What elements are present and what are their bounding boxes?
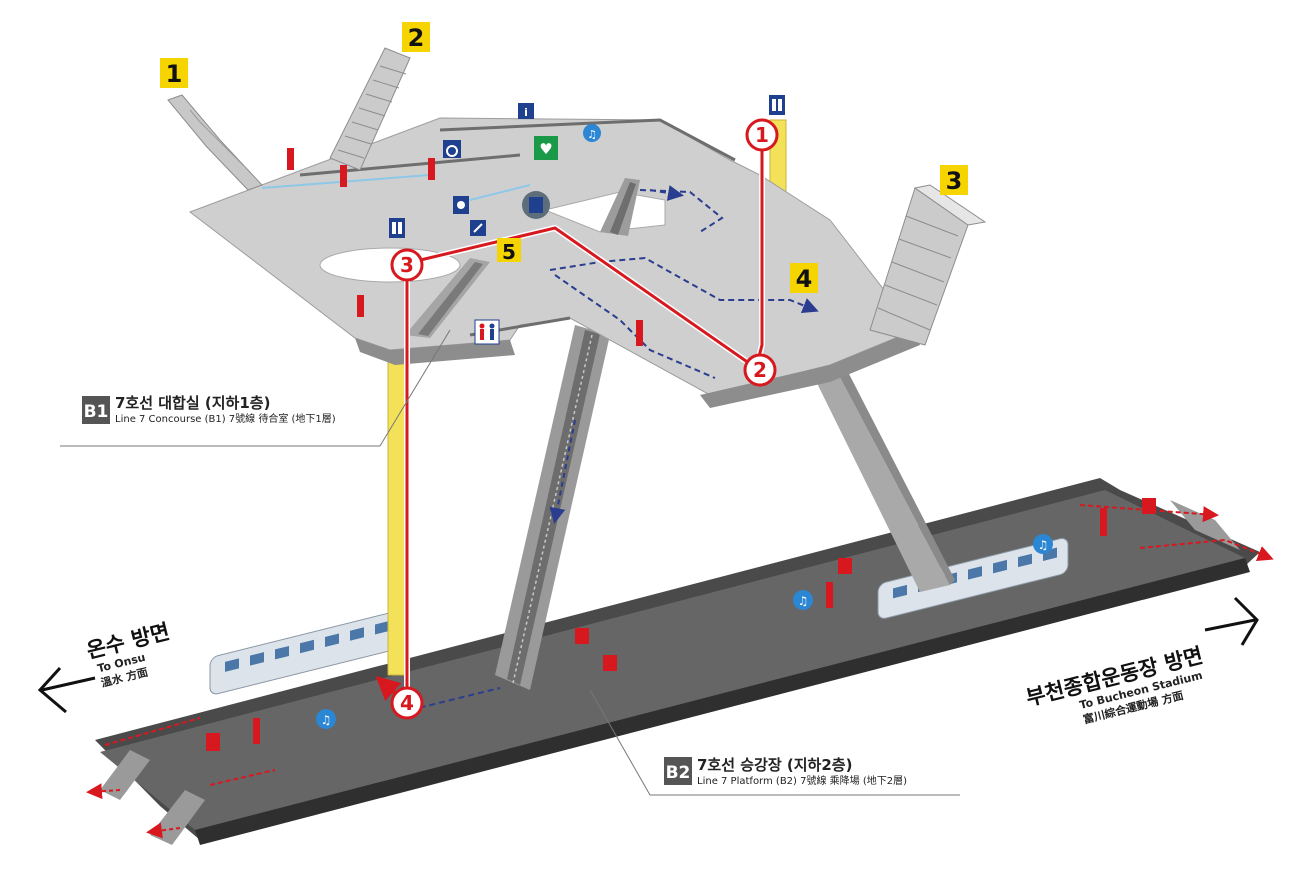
exit-badge-2[interactable]: 2 bbox=[402, 22, 430, 52]
svg-text:Line 7 Platform (B2) 7號線 乘降場 (: Line 7 Platform (B2) 7號線 乘降場 (地下2層) bbox=[697, 774, 907, 787]
concourse-b1 bbox=[188, 117, 920, 408]
exit-stair-2 bbox=[329, 47, 411, 171]
arrow-right-icon bbox=[1204, 596, 1259, 646]
svg-text:2: 2 bbox=[408, 24, 425, 52]
exit-stair-1 bbox=[167, 94, 263, 191]
exit-badge-4[interactable]: 4 bbox=[790, 263, 818, 293]
information-icon: i bbox=[518, 103, 534, 119]
svg-text:B1: B1 bbox=[84, 402, 109, 422]
exit-badge-5[interactable]: 5 bbox=[497, 238, 521, 264]
route-line bbox=[375, 140, 765, 701]
svg-text:B2: B2 bbox=[666, 763, 691, 783]
defibrillator-icon: ♥ bbox=[534, 136, 558, 160]
emergency-phone-icon bbox=[575, 628, 589, 644]
emergency-phone-icon bbox=[603, 655, 617, 671]
svg-text:Line 7 Concourse (B1) 7號線 待合室: Line 7 Concourse (B1) 7號線 待合室 (地下1層) bbox=[115, 412, 336, 425]
fire-extinguisher-icon bbox=[1100, 508, 1107, 536]
svg-text:♥: ♥ bbox=[539, 140, 552, 158]
music-icon: ♫ bbox=[1033, 534, 1053, 554]
svg-text:♫: ♫ bbox=[1038, 538, 1049, 552]
svg-text:4: 4 bbox=[796, 265, 813, 293]
svg-text:5: 5 bbox=[502, 240, 516, 264]
emergency-phone-icon bbox=[838, 558, 852, 574]
fire-extinguisher-icon bbox=[253, 718, 260, 744]
route-step-1[interactable]: 1 bbox=[745, 118, 779, 152]
fire-extinguisher-icon bbox=[340, 165, 347, 187]
svg-text:2: 2 bbox=[753, 358, 767, 382]
svg-text:♫: ♫ bbox=[321, 713, 332, 727]
fire-extinguisher-icon bbox=[826, 582, 833, 608]
level-label-b2: B2 7호선 승강장 (지하2층) Line 7 Platform (B2) 7… bbox=[589, 689, 960, 796]
svg-text:7호선 대합실 (지하1층): 7호선 대합실 (지하1층) bbox=[115, 394, 270, 412]
escalator-main bbox=[495, 325, 610, 690]
elevator-icon bbox=[769, 95, 785, 115]
fire-extinguisher-icon bbox=[636, 320, 643, 346]
fire-extinguisher-icon bbox=[357, 295, 364, 317]
elevator-icon bbox=[389, 218, 405, 238]
music-icon: ♫ bbox=[583, 124, 601, 142]
svg-text:1: 1 bbox=[166, 60, 183, 88]
route-step-3[interactable]: 3 bbox=[390, 248, 424, 282]
exit-route-icon bbox=[470, 220, 486, 236]
exit-badge-1[interactable]: 1 bbox=[160, 58, 188, 88]
svg-text:4: 4 bbox=[400, 691, 414, 715]
direction-left: 온수 방면 To Onsu 溫水 方面 bbox=[37, 619, 172, 714]
svg-text:3: 3 bbox=[946, 167, 963, 195]
emergency-phone-icon bbox=[1142, 498, 1156, 514]
wheelchair-icon bbox=[443, 140, 461, 158]
fire-extinguisher-icon bbox=[428, 158, 435, 180]
route-step-2[interactable]: 2 bbox=[743, 353, 777, 387]
restroom-icon bbox=[474, 319, 500, 345]
music-icon: ♫ bbox=[316, 709, 336, 729]
escalator-support-right bbox=[808, 365, 955, 592]
locker-icon bbox=[453, 196, 469, 214]
music-icon: ♫ bbox=[793, 590, 813, 610]
emergency-phone-icon bbox=[206, 733, 220, 751]
route-step-4[interactable]: 4 bbox=[390, 686, 424, 720]
svg-text:7호선 승강장 (지하2층): 7호선 승강장 (지하2층) bbox=[697, 756, 852, 774]
exit-badge-3[interactable]: 3 bbox=[940, 165, 968, 195]
svg-text:1: 1 bbox=[755, 123, 769, 147]
exit-stair-3 bbox=[869, 184, 987, 346]
escalator-concourse-5 bbox=[405, 258, 490, 338]
svg-text:♫: ♫ bbox=[798, 594, 809, 608]
ticket-machine-icon bbox=[522, 191, 550, 219]
escalator-concourse bbox=[600, 178, 640, 236]
level-label-b1: B1 7호선 대합실 (지하1층) Line 7 Concourse (B1) … bbox=[60, 329, 451, 447]
svg-text:♫: ♫ bbox=[587, 128, 597, 141]
arrow-left-icon bbox=[37, 666, 96, 714]
fire-extinguisher-icon bbox=[287, 148, 294, 170]
svg-text:i: i bbox=[524, 106, 528, 119]
svg-text:3: 3 bbox=[400, 253, 414, 277]
